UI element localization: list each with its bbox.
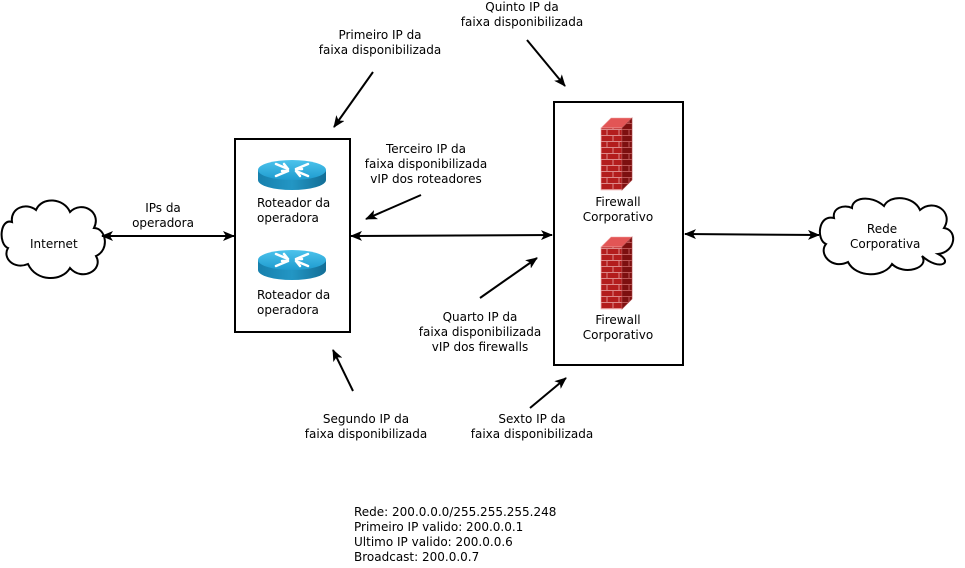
arrow-fourth-ip xyxy=(479,257,538,299)
firewall-2-label: Firewall Corporativo xyxy=(582,313,654,342)
cloud-shape xyxy=(0,199,106,279)
arrow-fifth-ip xyxy=(526,39,566,87)
cloud-shape xyxy=(818,197,954,276)
firewall-icon xyxy=(600,117,633,191)
arrow-first-ip xyxy=(333,71,374,128)
annotation-second-ip: Segundo IP da faixa disponibilizada xyxy=(304,412,428,441)
arrow-third-ip xyxy=(365,194,422,220)
network-info-line: Rede: 200.0.0.0/255.255.255.248 xyxy=(354,505,557,519)
network-info-line: Broadcast: 200.0.0.7 xyxy=(354,550,480,564)
network-info-line: Primeiro IP valido: 200.0.0.1 xyxy=(354,520,524,534)
annotation-sixth-ip: Sexto IP da faixa disponibilizada xyxy=(470,412,594,441)
arrow-second-ip xyxy=(332,349,354,392)
firewall-1-label: Firewall Corporativo xyxy=(582,195,654,224)
corporate-network-cloud xyxy=(818,197,954,276)
annotation-third-ip: Terceiro IP da faixa disponibilizada vIP… xyxy=(364,142,488,186)
link-firewalls-corporate xyxy=(684,229,820,240)
arrow-sixth-ip xyxy=(529,377,567,409)
annotation-fifth-ip: Quinto IP da faixa disponibilizada xyxy=(460,0,584,29)
router-2-label: Roteador da operadora xyxy=(257,288,331,317)
router-1-label: Roteador da operadora xyxy=(257,196,331,225)
firewall-icon xyxy=(600,236,633,310)
link-routers-firewalls xyxy=(350,230,553,241)
annotation-fourth-ip: Quarto IP da faixa disponibilizada vIP d… xyxy=(418,310,542,354)
internet-label: Internet xyxy=(30,237,78,251)
corporate-network-label: Rede Corporativa xyxy=(850,222,921,251)
annotation-first-ip: Primeiro IP da faixa disponibilizada xyxy=(318,28,442,57)
router-icon xyxy=(258,160,326,190)
edge-label-ips-operadora: IPs da operadora xyxy=(132,201,194,230)
firewall-group-box xyxy=(553,101,684,366)
network-info-line: Ultimo IP valido: 200.0.0.6 xyxy=(354,535,513,549)
network-info: Rede: 200.0.0.0/255.255.255.248 Primeiro… xyxy=(354,505,556,565)
internet-cloud xyxy=(0,199,106,279)
router-icon xyxy=(258,250,326,280)
